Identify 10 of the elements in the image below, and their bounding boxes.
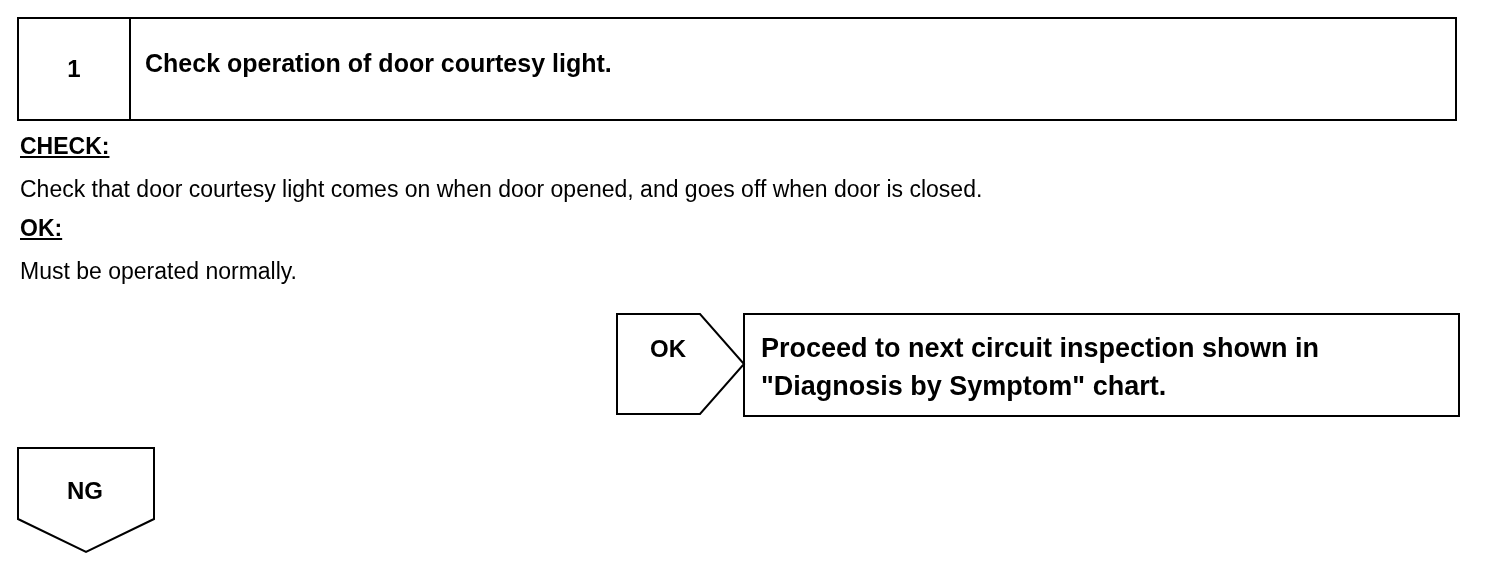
section-heading: OK: xyxy=(20,215,63,242)
section-heading: CHECK: xyxy=(20,133,110,160)
step-title: Check operation of door courtesy light. xyxy=(145,49,612,78)
tab-label: NG xyxy=(67,477,103,505)
result-box: Proceed to next circuit inspection shown in "Diagnosis by Symptom" chart. xyxy=(743,313,1460,417)
tab-label: OK xyxy=(650,335,686,363)
instruction-text: Must be operated normally. xyxy=(20,258,297,285)
step-number: 1 xyxy=(19,19,131,119)
step-box xyxy=(17,17,1457,121)
instruction-text: Check that door courtesy light comes on when door opened, and goes off when door is closed. xyxy=(20,176,983,203)
